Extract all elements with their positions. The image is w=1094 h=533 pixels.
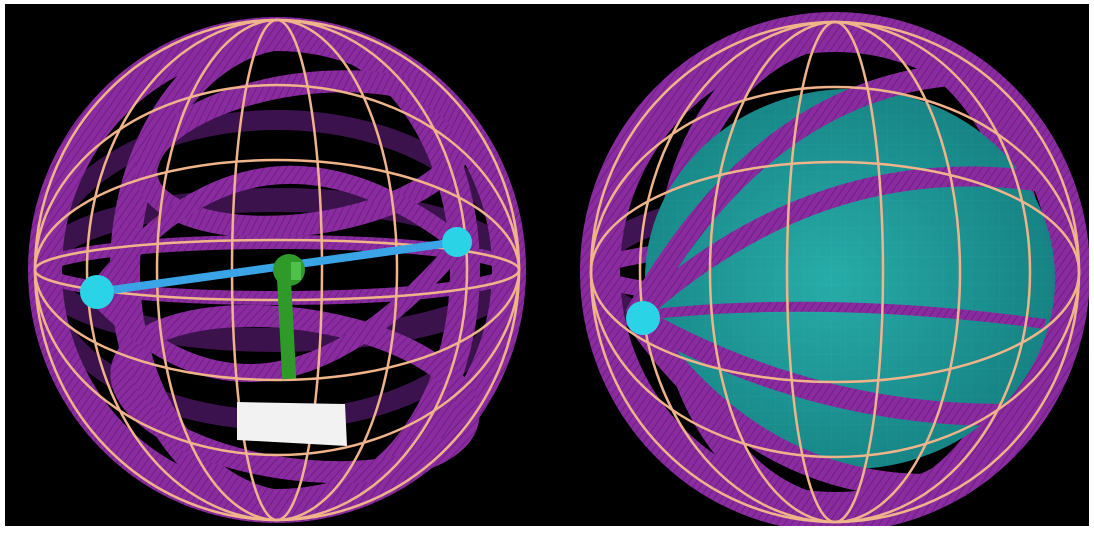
left-green-arm [273, 254, 305, 380]
right-purple-slivers [625, 63, 1057, 498]
left-white-block [237, 402, 347, 446]
left-ring-cage [33, 18, 521, 522]
right-hub [626, 301, 660, 335]
figure-frame [5, 4, 1089, 526]
right-sphere [580, 12, 1089, 526]
figure-canvas [28, 12, 1089, 526]
left-sphere [28, 17, 526, 523]
left-hub-right [442, 227, 472, 257]
right-ring-cage [589, 20, 1081, 524]
left-hub-left [80, 275, 114, 309]
